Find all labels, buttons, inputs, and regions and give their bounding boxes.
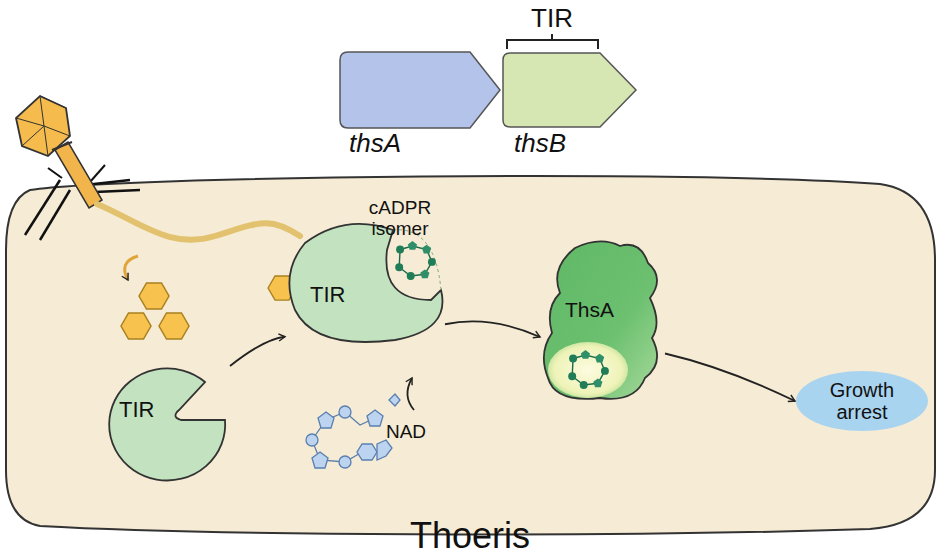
nad-arrow <box>407 378 414 410</box>
thsB-gene <box>503 53 636 127</box>
flow-arrow <box>665 354 795 402</box>
thsA-gene <box>340 52 500 128</box>
flow-arrow <box>445 321 540 337</box>
bracket <box>507 34 598 49</box>
flow-arrow <box>230 337 285 366</box>
phage-protein <box>121 313 151 339</box>
node-text: Growth arrest <box>810 379 914 423</box>
node-text: TIR <box>310 283 345 307</box>
phage-protein <box>139 283 169 309</box>
gene-label: thsB <box>495 129 585 158</box>
inactive-tir: TIR <box>105 360 230 480</box>
cell-outline <box>6 176 935 534</box>
node-text: ThsA <box>565 298 614 321</box>
phage-protein <box>159 313 189 339</box>
expression-arrow <box>125 256 138 280</box>
nad-molecule <box>306 394 400 468</box>
gene-label: thsA <box>330 129 420 158</box>
molecule-label: NAD <box>376 422 436 443</box>
molecule-label: cADPR isomer <box>350 198 450 240</box>
diagram-title: Thoeris <box>0 516 940 556</box>
node-text: TIR <box>119 398 154 422</box>
domain-label: TIR <box>512 4 592 33</box>
phage-dna <box>97 204 300 240</box>
growth-arrest-ellipse: Growth arrest <box>795 370 929 432</box>
thsa-protein: ThsA <box>540 238 665 403</box>
